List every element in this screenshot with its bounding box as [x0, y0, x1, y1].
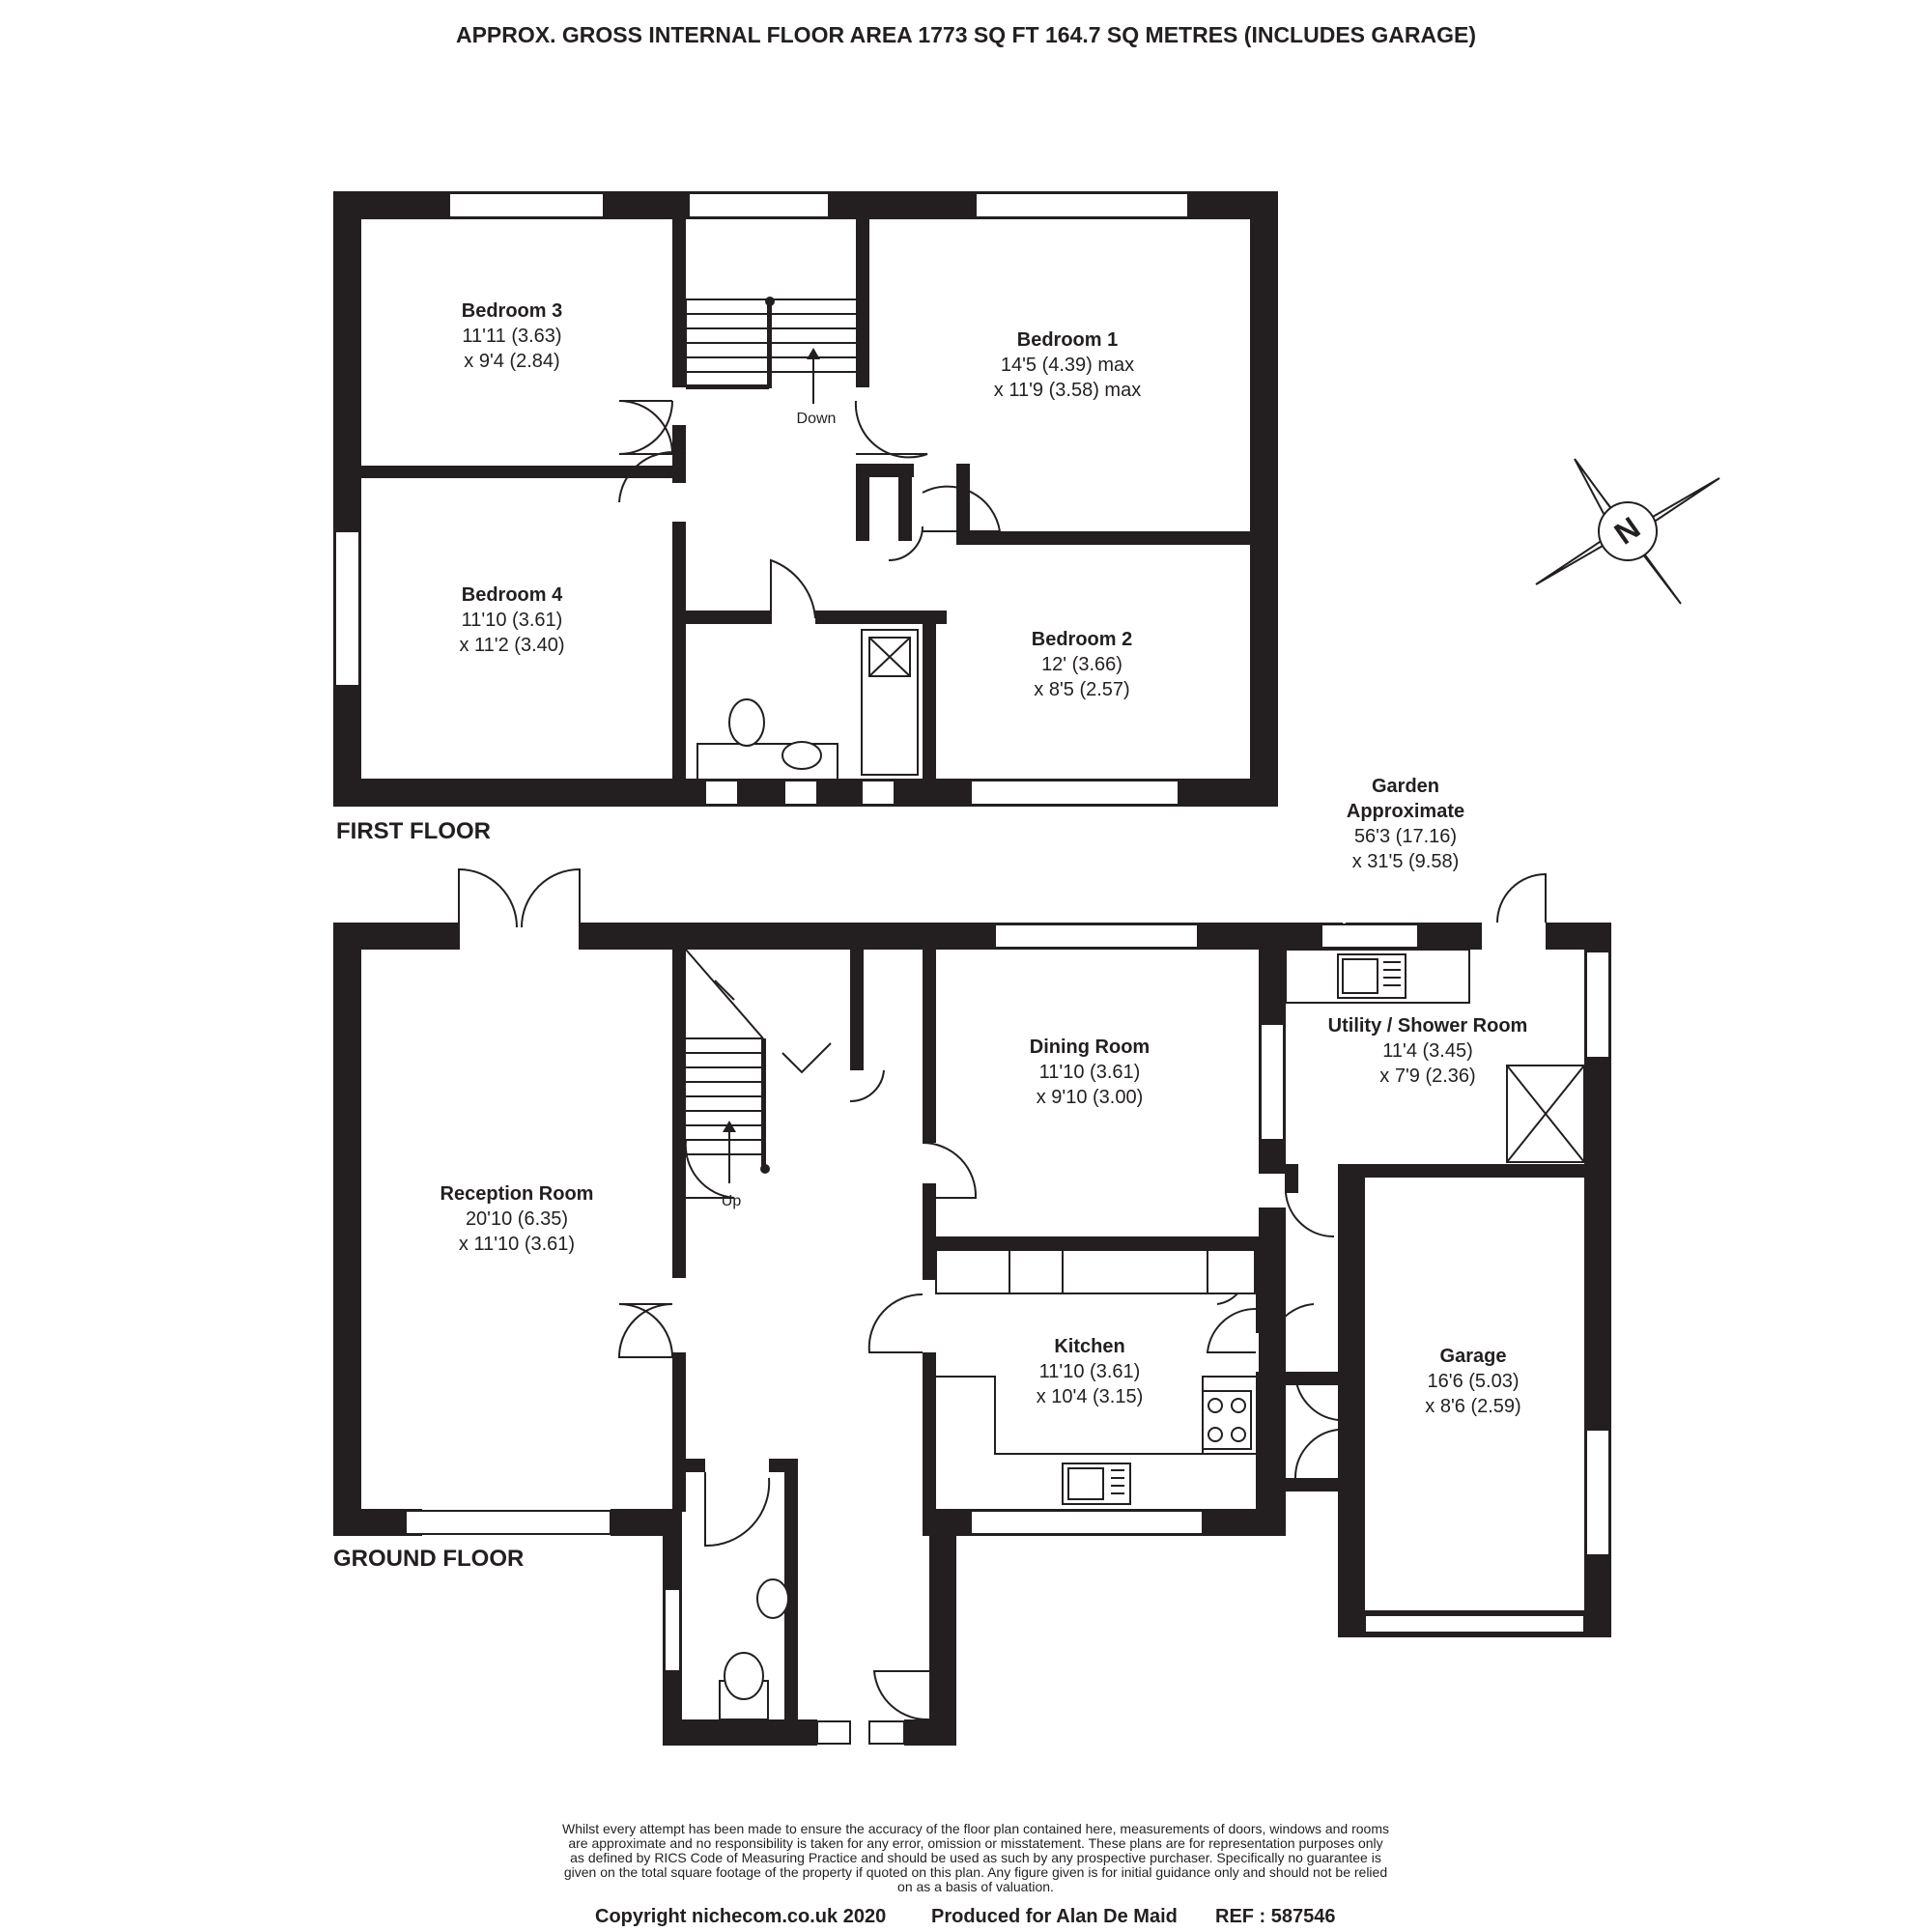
svg-text:Garden: Garden: [1372, 776, 1439, 797]
window: [1321, 923, 1419, 949]
svg-text:11'11 (3.63): 11'11 (3.63): [462, 326, 561, 347]
room-utility: Utility / Shower Room 11'4 (3.45) x 7'9 …: [1328, 1015, 1528, 1087]
svg-text:as defined by RICS Code of Mea: as defined by RICS Code of Measuring Pra…: [570, 1850, 1381, 1865]
kitchen-units: [935, 1249, 1256, 1505]
svg-text:Dining Room: Dining Room: [1030, 1037, 1150, 1058]
ground-floor-plan: Up: [333, 867, 1611, 1746]
svg-text:x 10'4 (3.15): x 10'4 (3.15): [1037, 1386, 1144, 1407]
window: [970, 780, 1179, 806]
window: [704, 780, 739, 806]
svg-text:Garage: Garage: [1440, 1346, 1507, 1367]
basin: [756, 1578, 789, 1619]
window: [994, 923, 1199, 949]
svg-text:given on the total square foot: given on the total square footage of the…: [564, 1864, 1387, 1880]
svg-text:Kitchen: Kitchen: [1054, 1336, 1124, 1357]
toilet: [724, 1652, 764, 1700]
svg-text:x 9'4 (2.84): x 9'4 (2.84): [464, 351, 559, 372]
footer: Copyright nichecom.co.uk 2020 Produced f…: [595, 1906, 1336, 1927]
svg-text:x 7'9 (2.36): x 7'9 (2.36): [1379, 1065, 1475, 1087]
svg-text:Bedroom 2: Bedroom 2: [1032, 629, 1132, 650]
window: [1585, 1429, 1610, 1556]
room-dining: Dining Room 11'10 (3.61) x 9'10 (3.00): [1030, 1037, 1150, 1108]
basin: [781, 741, 822, 770]
first-floor-label: FIRST FLOOR: [336, 818, 491, 844]
svg-text:x 8'6 (2.59): x 8'6 (2.59): [1425, 1396, 1520, 1417]
bathroom-fixtures: [696, 629, 919, 781]
window: [1585, 951, 1610, 1059]
window: [783, 780, 818, 806]
svg-text:x 11'9 (3.58) max: x 11'9 (3.58) max: [994, 380, 1141, 401]
room-bedroom-4: Bedroom 4 11'10 (3.61) x 11'2 (3.40): [459, 584, 564, 656]
disclaimer: Whilst every attempt has been made to en…: [562, 1821, 1389, 1894]
svg-text:x 11'10 (3.61): x 11'10 (3.61): [459, 1234, 575, 1255]
window: [664, 1588, 681, 1672]
svg-text:11'10 (3.61): 11'10 (3.61): [1039, 1361, 1141, 1382]
svg-text:Bedroom 3: Bedroom 3: [462, 300, 562, 322]
window: [448, 192, 605, 218]
window: [334, 530, 360, 687]
room-bedroom-1: Bedroom 1 14'5 (4.39) max x 11'9 (3.58) …: [994, 329, 1141, 401]
window: [1260, 1023, 1285, 1141]
svg-text:11'10 (3.61): 11'10 (3.61): [462, 610, 563, 631]
window: [868, 1720, 905, 1745]
cloakroom-fixtures: [719, 1578, 789, 1720]
garden-label: Garden Approximate 56'3 (17.16) x 31'5 (…: [1347, 776, 1464, 872]
room-kitchen: Kitchen 11'10 (3.61) x 10'4 (3.15): [1037, 1336, 1144, 1407]
svg-text:11'4 (3.45): 11'4 (3.45): [1382, 1040, 1473, 1062]
svg-text:14'5 (4.39) max: 14'5 (4.39) max: [1001, 355, 1134, 376]
produced-for-text: Produced for Alan De Maid: [931, 1906, 1178, 1927]
utility-fixtures: [1285, 949, 1585, 1163]
first-floor-plan: Down Bedroom 3 11'11 (3.63) x 9'4 (2.84): [333, 191, 1278, 844]
doors: [617, 1069, 1339, 1721]
plan-title: APPROX. GROSS INTERNAL FLOOR AREA 1773 S…: [456, 22, 1476, 47]
ground-floor-label: GROUND FLOOR: [333, 1546, 524, 1572]
svg-text:11'10 (3.61): 11'10 (3.61): [1039, 1062, 1141, 1083]
window: [861, 780, 895, 806]
svg-text:16'6 (5.03): 16'6 (5.03): [1428, 1371, 1520, 1392]
room-bedroom-3: Bedroom 3 11'11 (3.63) x 9'4 (2.84): [462, 300, 562, 372]
svg-text:20'10 (6.35): 20'10 (6.35): [466, 1208, 568, 1230]
window: [405, 1510, 611, 1535]
window: [970, 1510, 1204, 1535]
svg-text:Approximate: Approximate: [1347, 801, 1464, 822]
svg-text:56'3 (17.16): 56'3 (17.16): [1354, 826, 1457, 847]
svg-text:are approximate and no respons: are approximate and no responsibility is…: [568, 1835, 1382, 1851]
stairs-down-label: Down: [797, 411, 837, 427]
toilet: [728, 698, 765, 747]
svg-text:Utility / Shower Room: Utility / Shower Room: [1328, 1015, 1528, 1037]
reference-text: REF : 587546: [1215, 1906, 1336, 1927]
window: [975, 192, 1189, 218]
staircase: [685, 949, 832, 1183]
svg-text:Bedroom 4: Bedroom 4: [462, 584, 563, 606]
staircase: [685, 297, 856, 404]
room-bedroom-2: Bedroom 2 12' (3.66) x 8'5 (2.57): [1032, 629, 1132, 700]
svg-text:x 8'5 (2.57): x 8'5 (2.57): [1034, 679, 1129, 700]
room-reception: Reception Room 20'10 (6.35) x 11'10 (3.6…: [440, 1183, 594, 1255]
svg-text:x 31'5 (9.58): x 31'5 (9.58): [1352, 851, 1460, 872]
svg-text:Reception Room: Reception Room: [440, 1183, 594, 1205]
svg-text:12' (3.66): 12' (3.66): [1041, 654, 1122, 675]
compass-icon: N: [1535, 458, 1720, 605]
svg-text:x 9'10 (3.00): x 9'10 (3.00): [1037, 1087, 1144, 1108]
svg-text:Whilst every attempt has been: Whilst every attempt has been made to en…: [562, 1821, 1389, 1836]
room-garage: Garage 16'6 (5.03) x 8'6 (2.59): [1425, 1346, 1520, 1417]
copyright-text: Copyright nichecom.co.uk 2020: [595, 1906, 886, 1927]
window: [688, 192, 830, 218]
doors: [618, 400, 1002, 624]
svg-text:x 11'2 (3.40): x 11'2 (3.40): [459, 635, 564, 656]
svg-text:Bedroom 1: Bedroom 1: [1017, 329, 1118, 351]
svg-text:on as a basis of valuation.: on as a basis of valuation.: [897, 1879, 1054, 1894]
hob: [1202, 1390, 1252, 1450]
window: [816, 1720, 851, 1745]
